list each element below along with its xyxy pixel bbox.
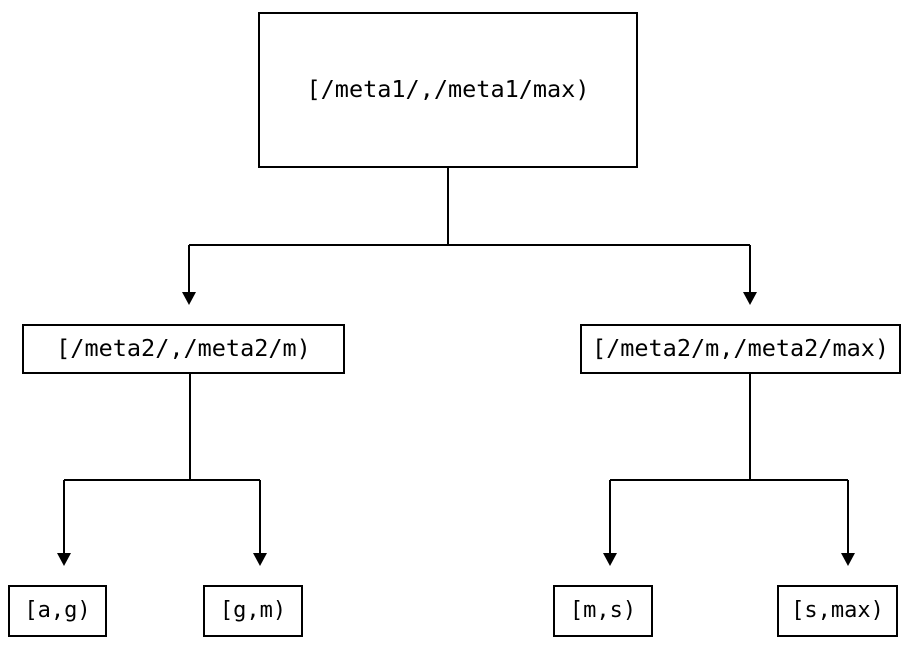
arrowhead-icon [253,553,267,566]
node-leaf-smax-label: [s,max) [791,598,884,623]
node-leaf-smax[interactable]: [s,max) [777,585,898,637]
node-meta2-high[interactable]: [/meta2/m,/meta2/max) [580,324,901,374]
node-leaf-ag[interactable]: [a,g) [8,585,107,637]
node-root[interactable]: [/meta1/,/meta1/max) [258,12,638,168]
edge-root-to-level1 [182,168,757,305]
node-leaf-gm[interactable]: [g,m) [203,585,303,637]
node-meta2-low-label: [/meta2/,/meta2/m) [56,334,311,363]
node-leaf-ag-label: [a,g) [24,598,91,623]
arrowhead-icon [743,292,757,305]
node-leaf-ms-label: [m,s) [569,598,637,623]
node-meta2-low[interactable]: [/meta2/,/meta2/m) [22,324,345,374]
node-leaf-ms[interactable]: [m,s) [553,585,653,637]
arrowhead-icon [182,292,196,305]
edge-meta2high-to-leaves [603,374,855,566]
node-leaf-gm-label: [g,m) [219,598,287,623]
node-root-label: [/meta1/,/meta1/max) [306,75,590,104]
node-meta2-high-label: [/meta2/m,/meta2/max) [591,334,890,363]
arrowhead-icon [841,553,855,566]
arrowhead-icon [603,553,617,566]
arrowhead-icon [57,553,71,566]
edge-meta2low-to-leaves [57,374,267,566]
